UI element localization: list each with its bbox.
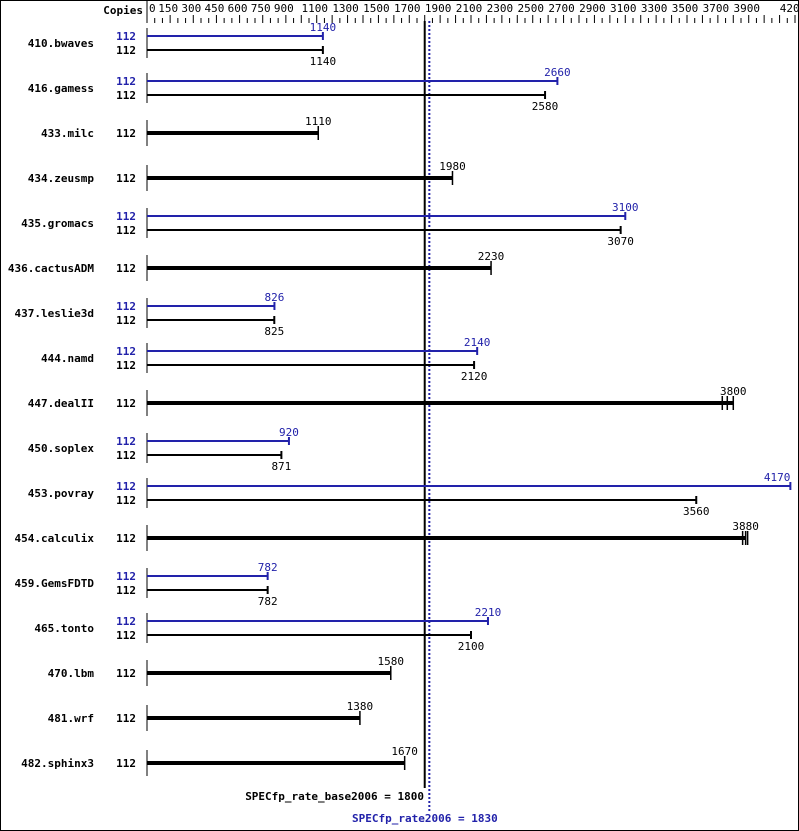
benchmark-label: 444.namd <box>41 352 94 365</box>
benchmark-label: 470.lbm <box>48 667 95 680</box>
base-value-label: 3070 <box>607 235 634 248</box>
base-value-label: 3800 <box>720 385 747 398</box>
benchmark-label: 450.soplex <box>28 442 95 455</box>
base-value-label: 1380 <box>347 700 374 713</box>
benchmark-label: 447.dealII <box>28 397 94 410</box>
base-copies: 112 <box>116 494 136 507</box>
benchmark-label: 482.sphinx3 <box>21 757 94 770</box>
tick-label: 3100 <box>610 2 637 15</box>
base-copies: 112 <box>116 224 136 237</box>
benchmark-label: 410.bwaves <box>28 37 94 50</box>
tick-label: 1900 <box>425 2 452 15</box>
peak-copies: 112 <box>116 570 136 583</box>
peak-value-label: 826 <box>265 291 285 304</box>
tick-label: 2100 <box>456 2 483 15</box>
tick-label: 1700 <box>394 2 421 15</box>
tick-label: 3900 <box>733 2 760 15</box>
peak-value-label: 920 <box>279 426 299 439</box>
base-copies: 112 <box>116 584 136 597</box>
base-value-label: 1110 <box>305 115 332 128</box>
tick-label: 3700 <box>703 2 730 15</box>
base-value-label: 1670 <box>391 745 418 758</box>
benchmark-label: 433.milc <box>41 127 94 140</box>
peak-value-label: 2210 <box>475 606 502 619</box>
tick-label: 450 <box>204 2 224 15</box>
tick-label: 2900 <box>579 2 606 15</box>
tick-label: 1500 <box>363 2 390 15</box>
base-copies: 112 <box>116 667 136 680</box>
base-summary-label: SPECfp_rate_base2006 = 1800 <box>245 790 424 803</box>
base-value-label: 871 <box>271 460 291 473</box>
base-value-label: 1980 <box>439 160 466 173</box>
tick-label: 1300 <box>332 2 359 15</box>
peak-value-label: 3100 <box>612 201 639 214</box>
benchmark-label: 453.povray <box>28 487 95 500</box>
base-copies: 112 <box>116 449 136 462</box>
base-copies: 112 <box>116 44 136 57</box>
tick-label: 900 <box>274 2 294 15</box>
base-copies: 112 <box>116 262 136 275</box>
benchmark-label: 416.gamess <box>28 82 94 95</box>
benchmark-label: 434.zeusmp <box>28 172 95 185</box>
base-copies: 112 <box>116 757 136 770</box>
peak-copies: 112 <box>116 615 136 628</box>
peak-copies: 112 <box>116 300 136 313</box>
base-value-label: 3560 <box>683 505 710 518</box>
peak-copies: 112 <box>116 210 136 223</box>
copies-header: Copies <box>103 4 143 17</box>
base-copies: 112 <box>116 172 136 185</box>
base-value-label: 2230 <box>478 250 505 263</box>
benchmark-label: 481.wrf <box>48 712 94 725</box>
tick-label: 300 <box>181 2 201 15</box>
base-copies: 112 <box>116 397 136 410</box>
base-copies: 112 <box>116 712 136 725</box>
peak-copies: 112 <box>116 30 136 43</box>
base-value-label: 2100 <box>458 640 485 653</box>
benchmark-label: 459.GemsFDTD <box>15 577 95 590</box>
base-value-label: 782 <box>258 595 278 608</box>
base-copies: 112 <box>116 532 136 545</box>
tick-label: 3300 <box>641 2 668 15</box>
base-value-label: 3880 <box>732 520 759 533</box>
benchmark-label: 454.calculix <box>15 532 95 545</box>
base-value-label: 1140 <box>310 55 337 68</box>
tick-label: 3500 <box>672 2 699 15</box>
base-value-label: 1580 <box>378 655 405 668</box>
benchmark-label: 436.cactusADM <box>8 262 94 275</box>
tick-label: 1100 <box>301 2 328 15</box>
base-copies: 112 <box>116 359 136 372</box>
benchmark-label: 435.gromacs <box>21 217 94 230</box>
benchmark-label: 437.leslie3d <box>15 307 94 320</box>
tick-label: 600 <box>228 2 248 15</box>
base-value-label: 825 <box>264 325 284 338</box>
tick-label: 2700 <box>548 2 575 15</box>
base-copies: 112 <box>116 127 136 140</box>
peak-summary-label: SPECfp_rate2006 = 1830 <box>352 812 498 825</box>
base-value-label: 2120 <box>461 370 488 383</box>
peak-value-label: 2140 <box>464 336 491 349</box>
base-copies: 112 <box>116 314 136 327</box>
peak-value-label: 782 <box>258 561 278 574</box>
benchmark-label: 465.tonto <box>34 622 94 635</box>
base-copies: 112 <box>116 89 136 102</box>
tick-label: 4200 <box>780 2 798 15</box>
tick-label: 750 <box>251 2 271 15</box>
peak-copies: 112 <box>116 480 136 493</box>
tick-label: 150 <box>158 2 178 15</box>
tick-label: 2300 <box>487 2 514 15</box>
peak-value-label: 1140 <box>310 21 337 34</box>
peak-value-label: 2660 <box>544 66 571 79</box>
peak-value-label: 4170 <box>764 471 791 484</box>
peak-copies: 112 <box>116 345 136 358</box>
peak-copies: 112 <box>116 75 136 88</box>
peak-copies: 112 <box>116 435 136 448</box>
tick-label: 2500 <box>517 2 544 15</box>
base-value-label: 2580 <box>532 100 559 113</box>
tick-label: 0 <box>149 2 156 15</box>
base-copies: 112 <box>116 629 136 642</box>
